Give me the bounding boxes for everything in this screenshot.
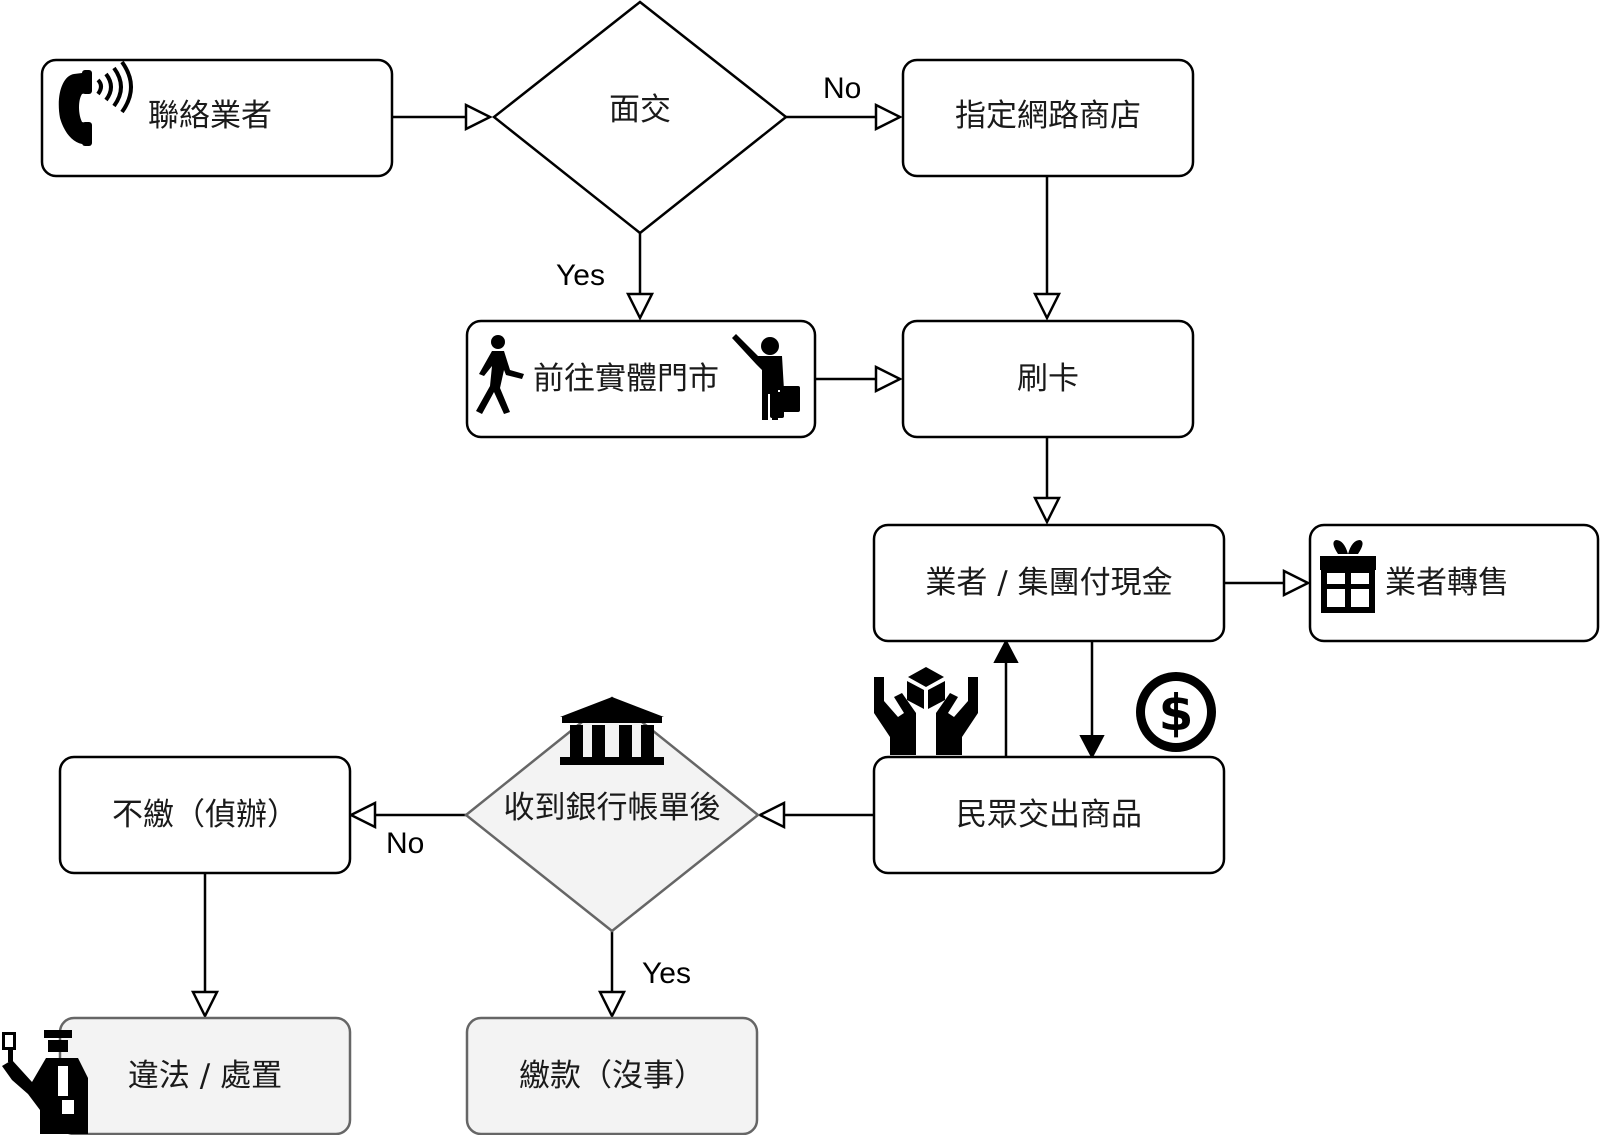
gift-box-icon: [1320, 540, 1376, 613]
edge-handover-to-bill: [757, 800, 873, 830]
node-label: 面交: [609, 92, 671, 128]
dollar-coin-icon: $: [1136, 672, 1216, 752]
bank-building-icon: [560, 697, 664, 765]
edge-contact-to-decision: [392, 102, 493, 132]
edge-swipe-to-vendor: [1032, 438, 1062, 525]
police-officer-icon: [2, 1030, 88, 1134]
node-label: 收到銀行帳單後: [504, 790, 721, 826]
traveler-with-luggage-icon: [732, 334, 800, 420]
node-label: 不繳（偵辦）: [112, 797, 298, 833]
node-swipe-card[interactable]: 刷卡: [901, 319, 1195, 439]
edge-label-no: No: [823, 72, 861, 105]
node-not-pay[interactable]: 不繳（偵辦）: [58, 755, 352, 875]
node-label: 業者轉售: [1385, 565, 1509, 601]
phone-ringing-icon: [58, 60, 133, 146]
edge-label-bill-no: No: [386, 827, 424, 860]
node-label: 違法 / 處置: [128, 1058, 282, 1094]
node-label: 刷卡: [1017, 361, 1079, 397]
node-contact-vendor[interactable]: 聯絡業者: [40, 58, 394, 178]
node-hand-over-goods[interactable]: 民眾交出商品: [872, 755, 1226, 875]
edge-vendor-to-handover: [1079, 641, 1105, 760]
node-vendor-pays-cash[interactable]: 業者 / 集團付現金: [872, 523, 1226, 643]
edge-bill-no: No: [348, 800, 468, 860]
node-label: 聯絡業者: [148, 98, 272, 134]
node-label: 指定網路商店: [955, 98, 1141, 134]
node-label: 民眾交出商品: [956, 797, 1142, 833]
edge-physical-to-swipe: [815, 364, 903, 394]
node-face-to-face-decision[interactable]: 面交: [491, 0, 789, 235]
edge-decision-no: No: [786, 72, 903, 132]
edge-notpay-to-illegal: [190, 874, 220, 1019]
node-vendor-resell[interactable]: 業者轉售: [1308, 523, 1600, 643]
node-label: 業者 / 集團付現金: [925, 565, 1172, 601]
node-online-store[interactable]: 指定網路商店: [901, 58, 1195, 178]
edge-label-bill-yes: Yes: [642, 957, 691, 990]
edge-label-yes: Yes: [556, 259, 605, 292]
hands-holding-box-icon: [874, 667, 978, 755]
node-bank-bill-decision[interactable]: 收到銀行帳單後: [463, 696, 761, 933]
svg-text:$: $: [1159, 684, 1194, 742]
node-illegal[interactable]: 違法 / 處置: [58, 1016, 352, 1135]
edge-decision-yes: Yes: [556, 233, 655, 321]
edge-bill-yes: Yes: [597, 931, 691, 1019]
edge-handover-to-vendor: [993, 638, 1019, 757]
node-pay[interactable]: 繳款（沒事）: [465, 1016, 759, 1135]
edge-vendor-to-resell: [1223, 568, 1311, 598]
node-label: 繳款（沒事）: [519, 1058, 705, 1094]
node-label: 前往實體門市: [533, 361, 719, 397]
walking-person-icon: [476, 335, 524, 414]
node-physical-store[interactable]: 前往實體門市: [465, 319, 817, 439]
edge-online-to-swipe: [1032, 176, 1062, 321]
